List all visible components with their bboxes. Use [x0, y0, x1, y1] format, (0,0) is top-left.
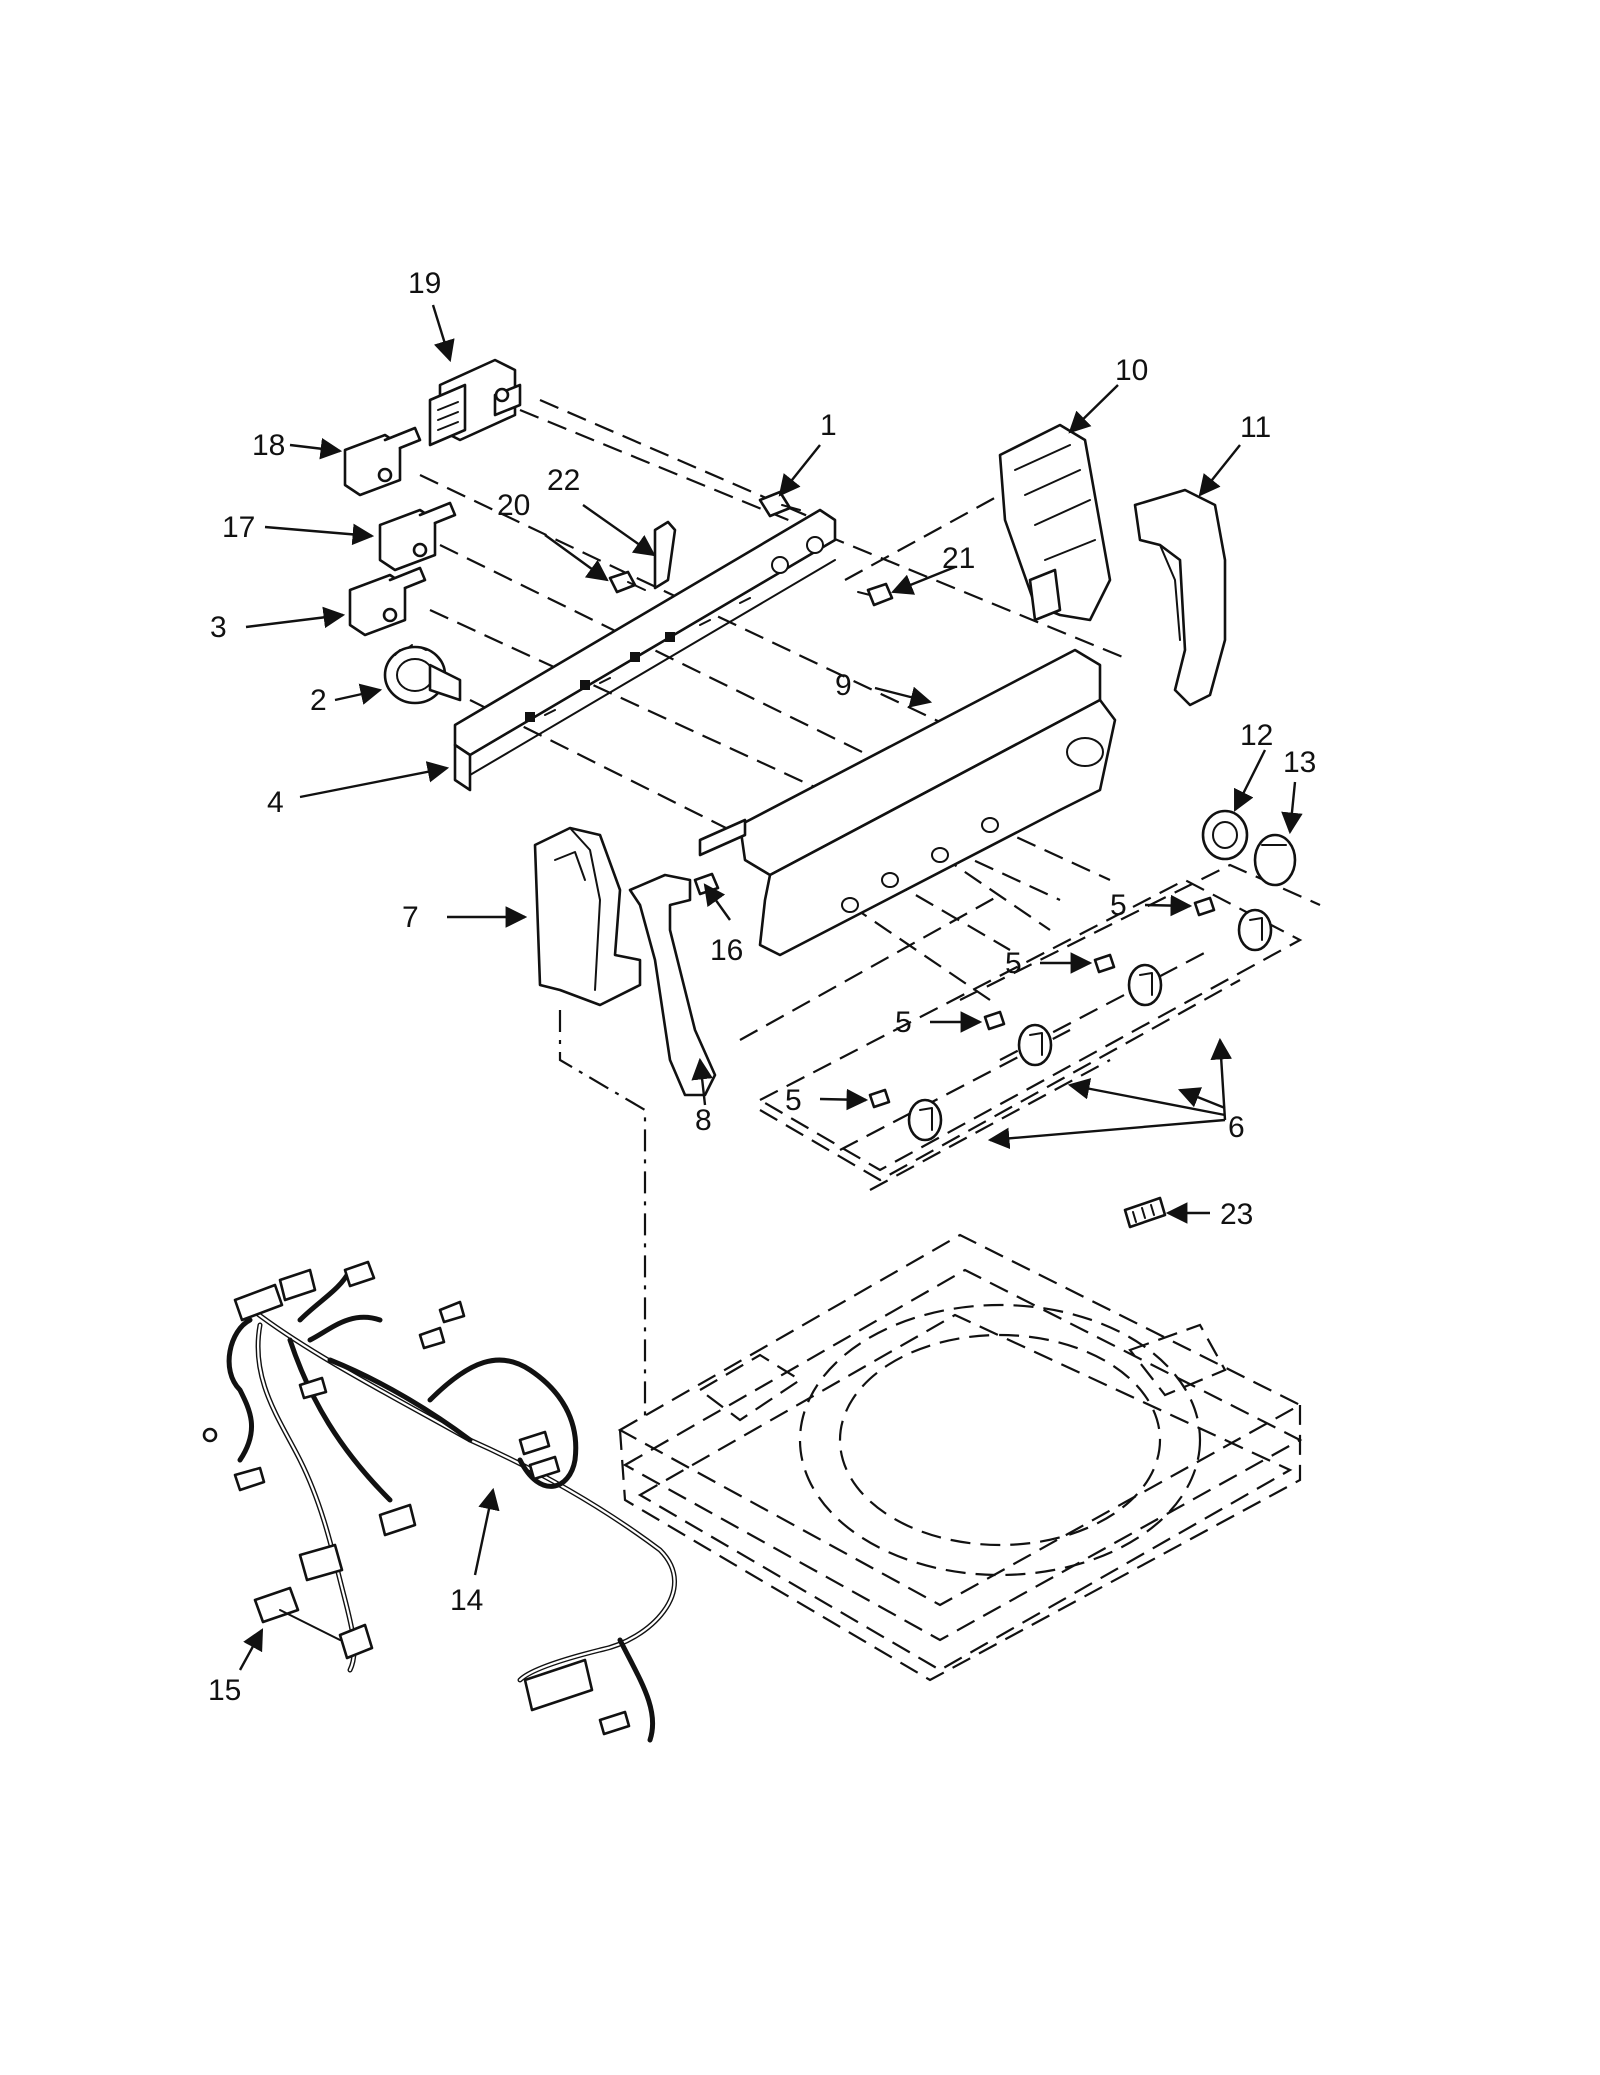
- callout-14: 14: [450, 1584, 483, 1617]
- knob-assembly-row-1[interactable]: [1193, 896, 1273, 952]
- callout-22: 22: [547, 464, 580, 497]
- callout-16: 16: [710, 934, 743, 967]
- washer-top-outline: [617, 1233, 1303, 1682]
- callout-10: 10: [1115, 354, 1148, 387]
- bezel-part-12[interactable]: [1201, 809, 1249, 861]
- callout-20: 20: [497, 489, 530, 522]
- callout-6: 6: [1228, 1111, 1245, 1144]
- screw-part-21[interactable]: [857, 582, 894, 607]
- callout-1: 1: [820, 409, 837, 442]
- callout-labels: 19 18 17 3 2 4 1 20 22 21 10 11 9 12 13 …: [208, 267, 1316, 1707]
- switch-part-3[interactable]: [348, 566, 427, 637]
- end-cap-bracket-part-10[interactable]: [998, 423, 1112, 622]
- knob-assembly-row-3[interactable]: [983, 1010, 1053, 1067]
- callout-8: 8: [695, 1104, 712, 1137]
- callout-5-row1: 5: [1110, 889, 1127, 922]
- callout-9: 9: [835, 669, 852, 702]
- callout-13: 13: [1283, 746, 1316, 779]
- switch-part-18[interactable]: [343, 426, 422, 497]
- callout-15: 15: [208, 1674, 241, 1707]
- callout-17: 17: [222, 511, 255, 544]
- callout-11: 11: [1240, 411, 1271, 444]
- switch-part-17[interactable]: [378, 501, 457, 572]
- callout-2: 2: [310, 684, 327, 717]
- callout-18: 18: [252, 429, 285, 462]
- rotary-switch-part-2[interactable]: [383, 644, 462, 705]
- callout-7: 7: [402, 901, 419, 934]
- strain-relief-part-23[interactable]: [1123, 1196, 1167, 1229]
- housing-part-7[interactable]: [533, 826, 642, 1007]
- callout-4: 4: [267, 786, 284, 819]
- knob-part-13[interactable]: [1253, 833, 1297, 887]
- callout-5-row4: 5: [785, 1084, 802, 1117]
- clip-part-22[interactable]: [653, 520, 677, 590]
- callout-3: 3: [210, 611, 227, 644]
- callout-21: 21: [942, 542, 975, 575]
- callout-leaders: [238, 304, 1303, 1671]
- callout-23: 23: [1220, 1198, 1253, 1231]
- wire-harness-part-14[interactable]: [202, 1260, 677, 1743]
- callout-5-row3: 5: [895, 1006, 912, 1039]
- sensor-part-15[interactable]: [253, 1586, 374, 1660]
- control-bracket-part-4[interactable]: [453, 508, 837, 792]
- callout-5-row2: 5: [1005, 947, 1022, 980]
- screw-part-16[interactable]: [693, 872, 720, 896]
- knob-assembly-row-2[interactable]: [1093, 953, 1163, 1007]
- callout-19: 19: [408, 267, 441, 300]
- callout-12: 12: [1240, 719, 1273, 752]
- console-panel-part-9[interactable]: [698, 648, 1117, 957]
- end-cap-part-11[interactable]: [1133, 488, 1227, 707]
- screw-part-1[interactable]: [758, 490, 801, 518]
- screw-part-20[interactable]: [608, 570, 646, 594]
- end-cap-part-8[interactable]: [628, 873, 717, 1097]
- timer-part-19[interactable]: [428, 358, 522, 447]
- knob-assembly-row-4[interactable]: [868, 1088, 943, 1142]
